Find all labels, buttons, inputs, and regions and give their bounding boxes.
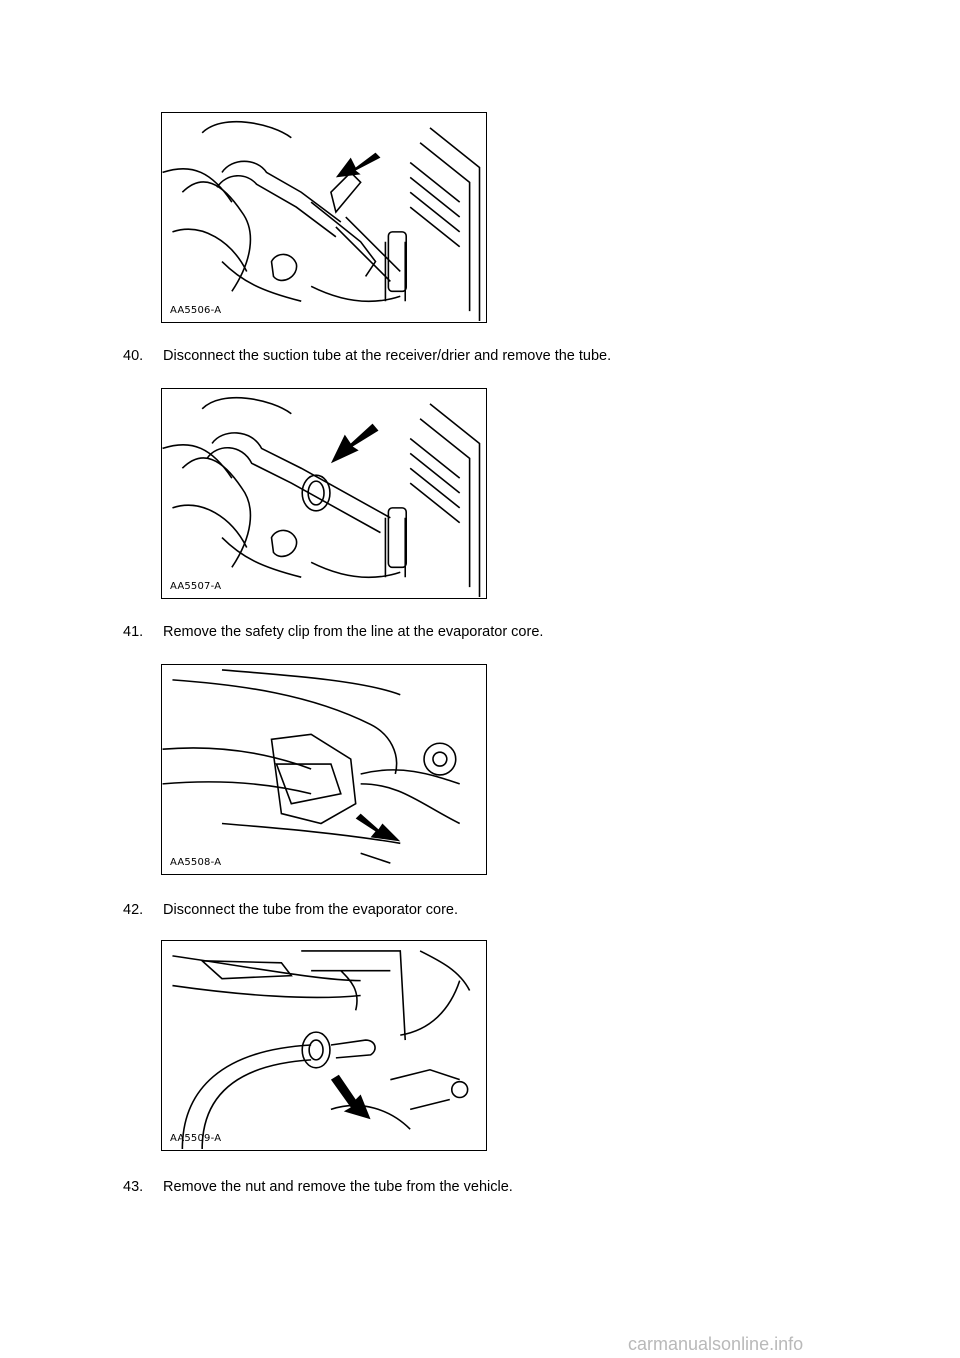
step-number: 40. xyxy=(123,348,144,364)
step-43: 43. Remove the nut and remove the tube fr… xyxy=(123,1179,513,1195)
figure-code: AA5508-A xyxy=(170,857,222,868)
figure-aa5509: AA5509-A xyxy=(161,940,487,1151)
step-number: 41. xyxy=(123,624,144,640)
step-text: Disconnect the tube from the evaporator … xyxy=(163,902,458,918)
step-number: 43. xyxy=(123,1179,144,1195)
technical-illustration xyxy=(162,121,481,322)
arrow-icon xyxy=(330,423,379,464)
figure-aa5508: AA5508-A xyxy=(161,664,487,875)
step-42: 42. Disconnect the tube from the evaporat… xyxy=(123,902,458,918)
technical-illustration xyxy=(162,397,481,598)
figure-code: AA5509-A xyxy=(170,1133,222,1144)
step-41: 41. Remove the safety clip from the line … xyxy=(123,624,543,640)
step-text: Remove the nut and remove the tube from … xyxy=(163,1179,513,1195)
step-number: 42. xyxy=(123,902,144,918)
watermark: carmanualsonline.info xyxy=(628,1334,804,1354)
figure-aa5506: AA5506-A xyxy=(161,112,487,323)
arrow-icon xyxy=(330,1074,371,1120)
figure-aa5507: AA5507-A xyxy=(161,388,487,599)
figure-code: AA5506-A xyxy=(170,305,222,316)
technical-illustration xyxy=(162,669,461,864)
technical-illustration xyxy=(172,950,471,1150)
arrow-icon xyxy=(335,152,381,178)
arrow-icon xyxy=(355,813,401,842)
step-text: Disconnect the suction tube at the recei… xyxy=(163,348,612,364)
step-text: Remove the safety clip from the line at … xyxy=(163,624,544,640)
figure-code: AA5507-A xyxy=(170,581,222,592)
step-40: 40. Disconnect the suction tube at the re… xyxy=(123,348,611,364)
